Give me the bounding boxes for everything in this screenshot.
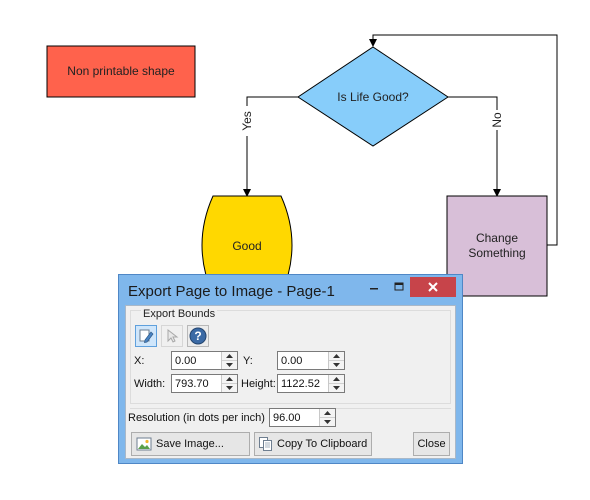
width-increment-button[interactable] (222, 375, 237, 384)
export-bounds-group: Export Bounds ? X: (130, 308, 451, 404)
y-label: Y: (243, 355, 253, 367)
no-label: No (489, 112, 504, 128)
arrow-down-icon (333, 386, 340, 390)
maximize-button[interactable] (389, 277, 409, 297)
non-printable-label: Non printable shape (67, 64, 175, 78)
arrow-up-icon (333, 377, 340, 381)
resolution-label: Resolution (in dots per inch) (128, 412, 265, 424)
change-something-shape[interactable] (446, 195, 548, 297)
arrow-down-icon (333, 363, 340, 367)
help-icon: ? (189, 327, 207, 345)
arrow-up-icon (226, 354, 233, 358)
yes-connector (243, 96, 298, 197)
copy-to-clipboard-button[interactable]: Copy To Clipboard (254, 432, 372, 456)
non-printable-shape[interactable] (46, 45, 196, 98)
width-stepper[interactable] (171, 374, 238, 393)
resolution-stepper[interactable] (269, 408, 336, 427)
pointer-icon (167, 329, 179, 343)
resolution-input[interactable] (270, 409, 323, 426)
loop-back-connector (369, 34, 558, 246)
close-label: Close (417, 438, 446, 450)
dialog-title: Export Page to Image - Page-1 (128, 283, 335, 300)
y-input[interactable] (278, 352, 332, 369)
x-increment-button[interactable] (222, 352, 237, 361)
width-label: Width: (134, 378, 166, 390)
x-stepper[interactable] (171, 351, 238, 370)
y-stepper[interactable] (277, 351, 345, 370)
arrow-down-icon (226, 363, 233, 367)
save-image-button[interactable]: Save Image... (131, 432, 250, 456)
height-label: Height: (241, 378, 276, 390)
x-input[interactable] (172, 352, 225, 369)
decision-diamond[interactable] (297, 46, 449, 147)
no-connector (448, 96, 501, 197)
save-image-label: Save Image... (156, 438, 224, 450)
minimize-button[interactable] (364, 277, 384, 297)
export-bounds-label: Export Bounds (141, 308, 218, 320)
x-decrement-button[interactable] (222, 361, 237, 369)
resolution-increment-button[interactable] (320, 409, 335, 418)
width-decrement-button[interactable] (222, 384, 237, 392)
pointer-tool-button[interactable] (161, 325, 183, 347)
dialog-titlebar[interactable]: Export Page to Image - Page-1 (119, 275, 462, 305)
close-icon (428, 282, 438, 292)
arrow-up-icon (226, 377, 233, 381)
good-label: Good (232, 238, 262, 253)
svg-text:?: ? (194, 329, 201, 343)
help-button[interactable]: ? (187, 325, 209, 347)
dialog-client-area: Export Bounds ? X: (125, 305, 456, 459)
height-increment-button[interactable] (329, 375, 344, 384)
minimize-icon (370, 288, 378, 290)
resolution-decrement-button[interactable] (320, 418, 335, 426)
yes-label: Yes (239, 111, 254, 131)
height-decrement-button[interactable] (329, 384, 344, 392)
close-window-button[interactable] (410, 277, 456, 297)
width-input[interactable] (172, 375, 225, 392)
arrow-down-icon (226, 386, 233, 390)
export-dialog: Export Page to Image - Page-1 Export Bou… (118, 274, 463, 464)
arrow-up-icon (324, 411, 331, 415)
image-icon (136, 437, 152, 451)
change-something-label: Change Something (468, 231, 526, 260)
decision-label: Is Life Good? (337, 89, 409, 104)
arrow-up-icon (333, 354, 340, 358)
copy-to-clipboard-label: Copy To Clipboard (277, 438, 368, 450)
pencil-select-icon (139, 329, 154, 343)
y-decrement-button[interactable] (329, 361, 344, 369)
height-stepper[interactable] (277, 374, 345, 393)
maximize-icon (394, 282, 404, 291)
select-bounds-tool-button[interactable] (135, 325, 157, 347)
y-increment-button[interactable] (329, 352, 344, 361)
height-input[interactable] (278, 375, 332, 392)
x-label: X: (134, 355, 145, 367)
arrow-down-icon (324, 420, 331, 424)
close-button[interactable]: Close (413, 432, 450, 456)
copy-icon (259, 437, 272, 451)
